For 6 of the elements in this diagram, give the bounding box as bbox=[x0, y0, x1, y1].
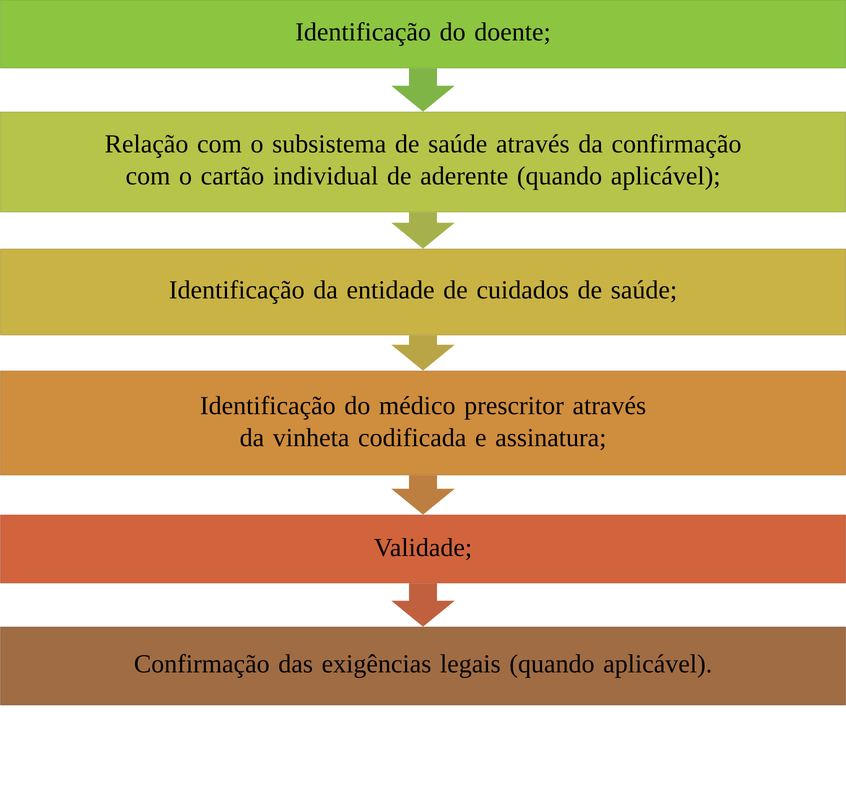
process-box: Confirmação das exigências legais (quando aplicável). bbox=[0, 626, 846, 706]
process-box: Identificação do médico prescritor através da vinheta codificada e assinatura; bbox=[0, 370, 846, 476]
process-box: Validade; bbox=[0, 514, 846, 584]
process-box: Identificação da entidade de cuidados de saúde; bbox=[0, 248, 846, 336]
process-box: Relação com o subsistema de saúde através da confirmação com o cartão individual de aderente (quando aplicável); bbox=[0, 112, 846, 212]
process-box: Identificação do doente; bbox=[0, 0, 846, 68]
